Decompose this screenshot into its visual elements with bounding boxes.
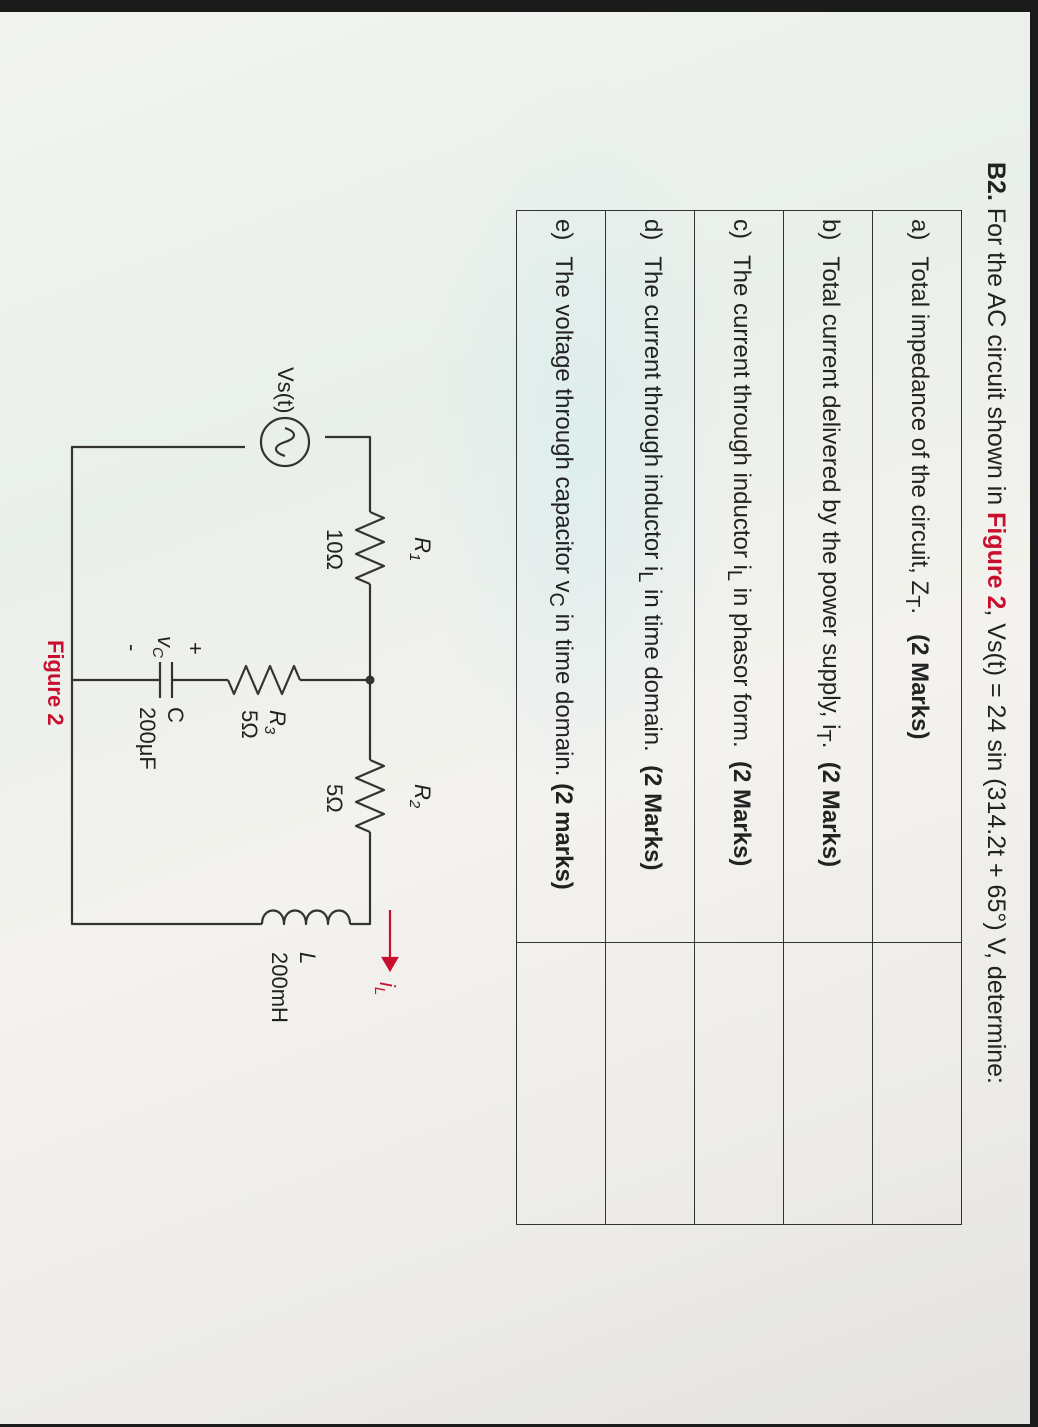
r2-resistor <box>354 758 386 834</box>
inductor-value: 200mH <box>267 952 292 1023</box>
part-e-question: e)The voltage through capacitor vC in ti… <box>516 210 606 943</box>
r1-value: 10Ω <box>322 529 347 570</box>
part-d-question: d)The current through inductor iL in tim… <box>605 210 695 943</box>
r3-value: 5Ω <box>237 710 262 739</box>
top-wire <box>325 435 372 512</box>
capacitor-value: 200μF <box>135 707 160 770</box>
part-d-answer-cell[interactable] <box>605 942 695 1225</box>
capacitor-minus: - <box>120 644 145 651</box>
part-e-answer-cell[interactable] <box>516 942 606 1225</box>
source-label: Vs(t) <box>273 367 298 413</box>
r3-label: R3 <box>261 710 290 735</box>
capacitor-label: C <box>163 707 188 723</box>
paper-sheet: B2. For the AC circuit shown in Figure 2… <box>0 12 1030 1424</box>
table-row: c)The current through inductor iL in pha… <box>694 210 784 1225</box>
r2-value: 5Ω <box>322 784 347 813</box>
part-b-answer-cell[interactable] <box>783 942 873 1225</box>
r1-label: R1 <box>406 537 435 561</box>
circuit-diagram: Vs(t) R1 10Ω R2 5Ω R3 5Ω + vC - C 200μF … <box>43 367 435 1023</box>
table-row: d)The current through inductor iL in tim… <box>605 210 695 1225</box>
question-text-before: For the AC circuit shown in <box>982 207 1010 506</box>
right-wire <box>70 445 262 926</box>
figure-caption: Figure 2 <box>43 640 68 726</box>
question-heading: B2. For the AC circuit shown in Figure 2… <box>981 162 1010 1084</box>
ac-source <box>259 416 311 468</box>
il-label: iL <box>371 982 400 995</box>
inductor-coil <box>260 909 352 926</box>
top-wire-right <box>350 832 372 926</box>
part-a-question: a)Total impedance of the circuit, ZT. (2… <box>872 210 962 943</box>
part-a-answer-cell[interactable] <box>872 942 962 1225</box>
ac-source-wave <box>274 426 296 458</box>
r3-resistor <box>226 664 302 696</box>
part-c-answer-cell[interactable] <box>694 942 784 1225</box>
question-parts-table: a)Total impedance of the circuit, ZT. (2… <box>516 210 962 1225</box>
question-number: B2. <box>982 162 1010 201</box>
rotated-page: B2. For the AC circuit shown in Figure 2… <box>10 162 1010 1402</box>
part-b-question: b)Total current delivered by the power s… <box>783 210 873 943</box>
inductor-label: L <box>295 952 320 964</box>
il-current-arrow <box>381 910 399 973</box>
table-row: b)Total current delivered by the power s… <box>783 210 873 1225</box>
r1-resistor <box>354 510 386 586</box>
r2-label: R2 <box>406 784 435 809</box>
part-c-question: c)The current through inductor iL in pha… <box>694 210 784 943</box>
question-text-after: , Vs(t) = 24 sin (314.2t + 65°) V, deter… <box>982 609 1010 1085</box>
capacitor-plus: + <box>183 642 208 655</box>
table-row: e)The voltage through capacitor vC in ti… <box>516 210 606 1225</box>
figure-reference: Figure 2 <box>982 512 1010 610</box>
vc-label: vC <box>149 636 178 658</box>
table-row: a)Total impedance of the circuit, ZT. (2… <box>872 210 962 1225</box>
junction-dot <box>365 675 375 685</box>
